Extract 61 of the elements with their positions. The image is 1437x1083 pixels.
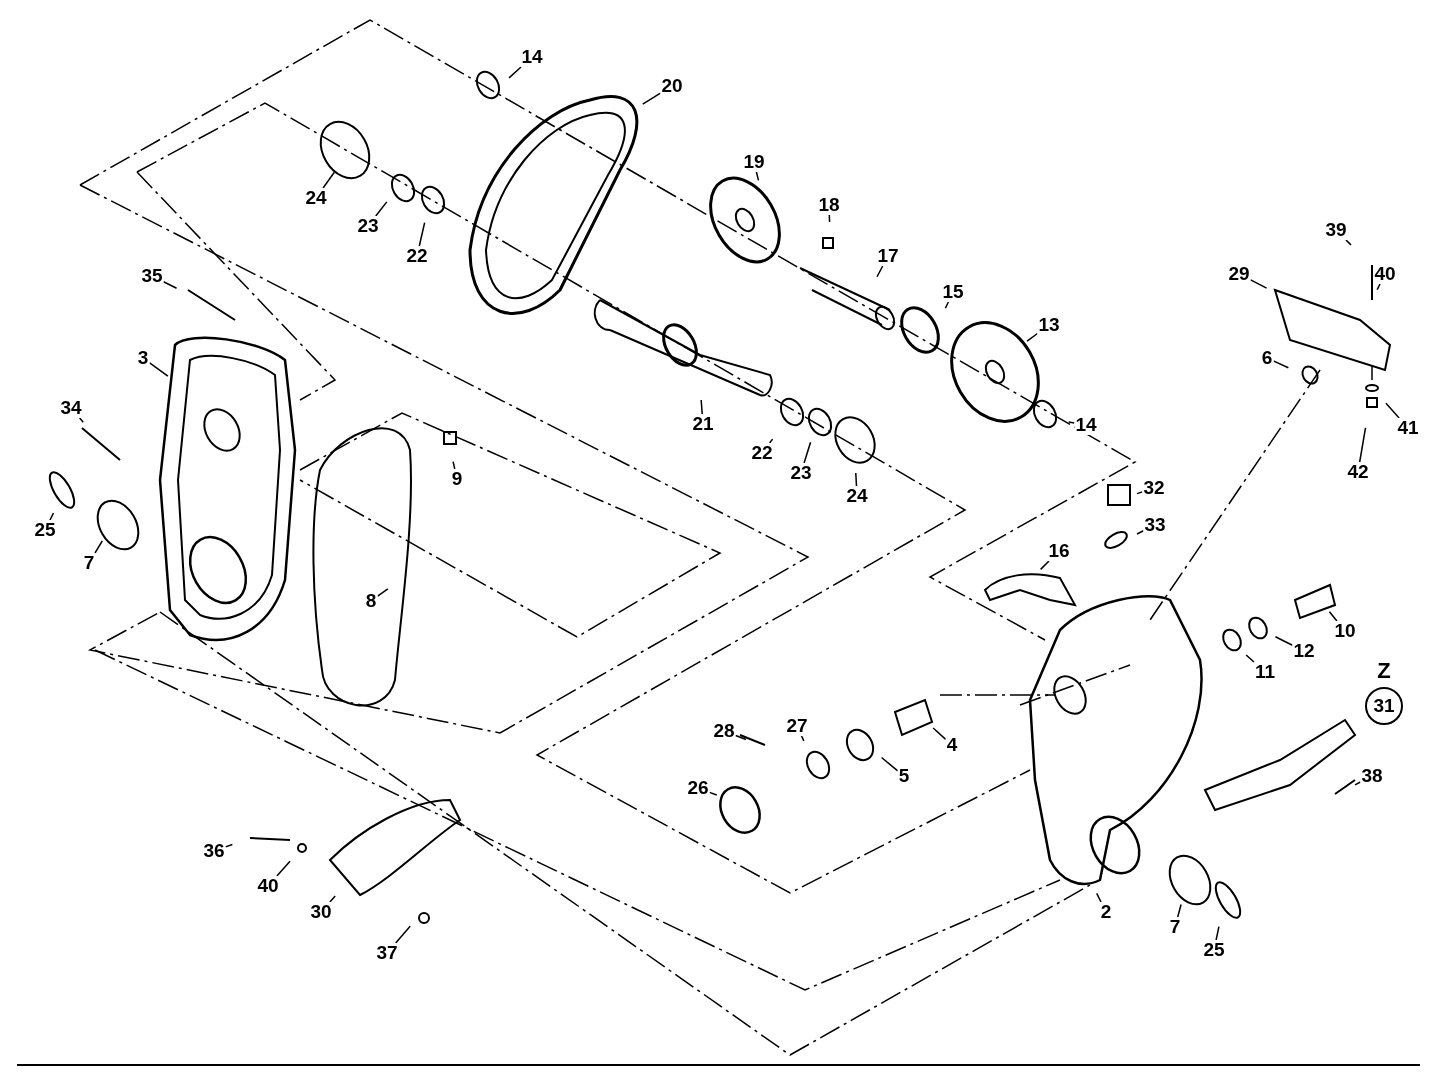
- reference-letter: Z: [1377, 658, 1391, 684]
- circled-reference: 31: [1365, 687, 1403, 725]
- callout-number: 17: [876, 246, 900, 266]
- leader-line: [768, 438, 774, 444]
- callout-number: 15: [941, 282, 965, 302]
- leader-line: [876, 265, 884, 278]
- callout-number: 35: [140, 266, 164, 286]
- leader-line: [755, 171, 760, 182]
- leader-line: [642, 92, 662, 105]
- leader-line: [1067, 421, 1076, 424]
- leader-line: [418, 221, 426, 247]
- callout-number: 16: [1047, 541, 1071, 561]
- leader-line: [1345, 239, 1352, 246]
- leader-line: [78, 417, 84, 423]
- leader-line: [1215, 925, 1220, 941]
- leader-line: [276, 860, 291, 877]
- leader-line: [1245, 654, 1255, 663]
- leader-line: [1385, 402, 1400, 419]
- callout-number: 19: [742, 152, 766, 172]
- leader-line: [162, 281, 178, 290]
- leader-line: [224, 843, 234, 848]
- leader-line: [800, 735, 805, 742]
- callout-number: 39: [1324, 220, 1348, 240]
- leader-line: [1274, 635, 1294, 646]
- callout-number: 34: [59, 398, 83, 418]
- leader-line: [708, 791, 718, 796]
- leader-line: [932, 727, 947, 741]
- leader-line: [375, 201, 388, 217]
- leader-line: [1249, 279, 1268, 289]
- callout-number: 27: [785, 716, 809, 736]
- leader-line: [1136, 530, 1145, 535]
- callout-number: 14: [520, 47, 544, 67]
- leader-line: [803, 441, 812, 464]
- callout-number: 14: [1074, 415, 1098, 435]
- leader-line: [734, 734, 747, 741]
- leader-line: [452, 460, 456, 470]
- leader-line: [1376, 283, 1381, 291]
- leader-line: [94, 540, 104, 554]
- leader-line: [1354, 781, 1362, 786]
- callout-number: 40: [1373, 264, 1397, 284]
- leader-line: [1095, 892, 1102, 903]
- leader-line: [944, 301, 950, 310]
- leader-line: [394, 925, 411, 944]
- callout-number: 13: [1037, 315, 1061, 335]
- callout-number: 38: [1360, 766, 1384, 786]
- leader-line: [49, 512, 55, 521]
- leader-line: [1026, 332, 1039, 342]
- leader-line: [880, 756, 899, 772]
- leader-line: [1039, 560, 1050, 571]
- leader-line: [322, 171, 336, 189]
- leader-line: [148, 361, 169, 377]
- leader-line: [376, 588, 389, 598]
- callout-number: 20: [660, 76, 684, 96]
- leader-line: [329, 895, 336, 903]
- leader-line: [700, 399, 703, 415]
- callout-number: 33: [1143, 515, 1167, 535]
- callout-number: 29: [1227, 264, 1251, 284]
- leader-line: [1176, 903, 1182, 918]
- leader-line: [1358, 427, 1367, 463]
- leader-line: [855, 472, 858, 487]
- leader-line: [508, 66, 522, 79]
